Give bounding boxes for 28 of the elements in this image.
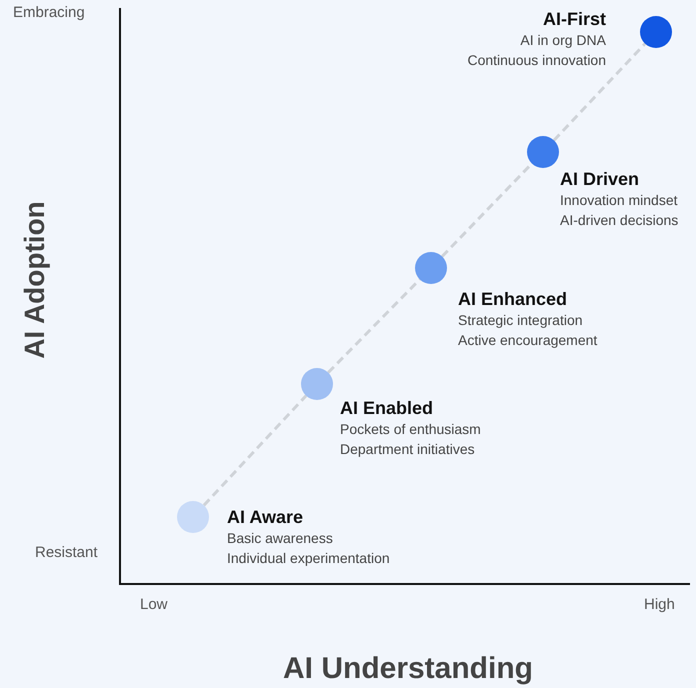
axis-title: AI Adoption <box>19 201 51 359</box>
stage-description: Individual experimentation <box>227 549 390 568</box>
stage-title: AI Enhanced <box>458 288 568 310</box>
stage-dot <box>640 16 672 48</box>
stage-dot <box>527 136 559 168</box>
stage-title: AI Driven <box>560 168 640 190</box>
stage-description: AI-driven decisions <box>560 211 678 230</box>
stage-description: Continuous innovation <box>467 51 606 70</box>
stage-description: Active encouragement <box>458 331 598 350</box>
axis-tick-label: Embracing <box>13 4 85 21</box>
stage-description: Innovation mindset <box>560 191 678 210</box>
axis-title: AI Understanding <box>283 652 533 686</box>
stage-title: AI Enabled <box>340 397 434 419</box>
stage-description: Pockets of enthusiasm <box>340 420 481 439</box>
stage-description: Basic awareness <box>227 529 334 548</box>
stage-description: Department initiatives <box>340 440 476 459</box>
stage-description: AI in org DNA <box>519 31 606 50</box>
stage-title: AI Aware <box>227 506 304 528</box>
dashed-connector <box>327 278 421 374</box>
stage-title: AI-First <box>542 8 606 30</box>
axis-tick-label: Resistant <box>35 544 98 561</box>
axis-tick-label: High <box>644 596 675 613</box>
axis-tick-label: Low <box>140 596 168 613</box>
stage-dot <box>301 368 333 400</box>
stage-dot <box>415 252 447 284</box>
stage-description: Strategic integration <box>458 311 584 330</box>
stage-dot <box>177 501 209 533</box>
dashed-connector <box>202 394 308 506</box>
